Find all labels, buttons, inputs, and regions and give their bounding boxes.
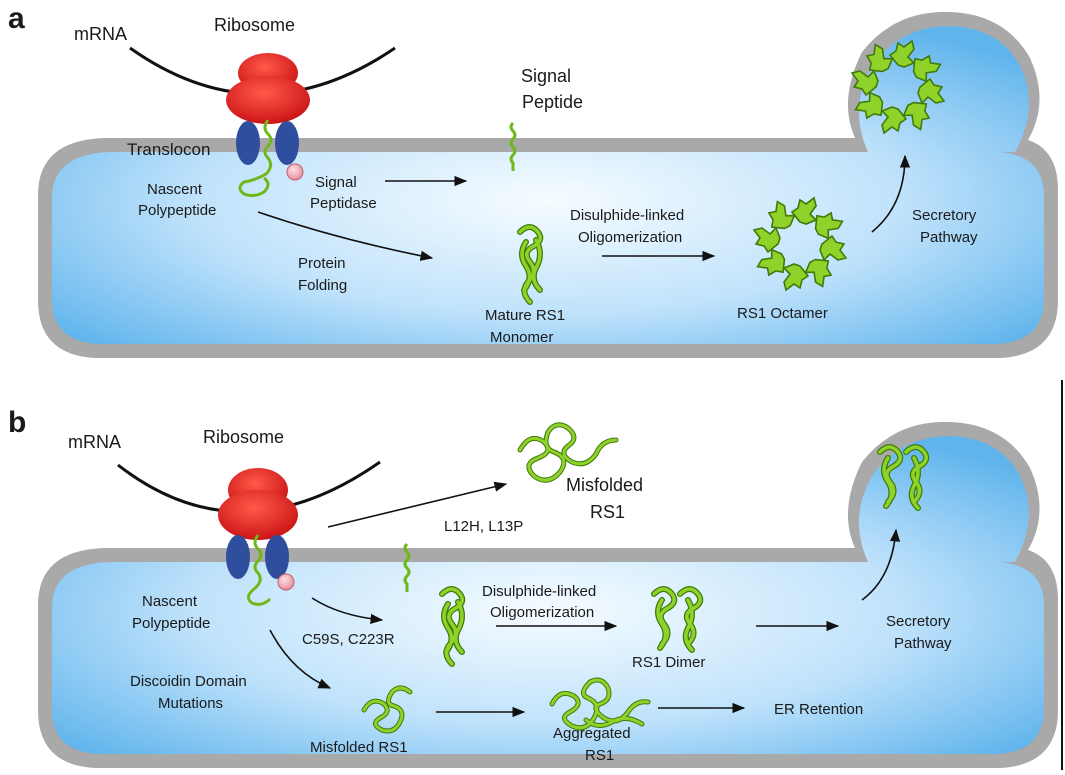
arrow-c59s: [311, 597, 384, 625]
mature-monomer-a: [517, 224, 544, 305]
mrna-label-a: mRNA: [74, 24, 127, 44]
nascent-chain-a: [238, 119, 273, 198]
secretory-label-a-1: Secretory: [912, 207, 977, 224]
translocon-label: Translocon: [127, 140, 210, 159]
arrow-misfolded-top: [327, 481, 508, 528]
nascent-label-a-2: Polypeptide: [138, 202, 216, 219]
dimer-label: RS1 Dimer: [632, 654, 705, 671]
secretory-label-b-2: Pathway: [894, 635, 952, 652]
signal-peptide-b: [403, 542, 411, 592]
disulphide-label-b-2: Oligomerization: [490, 604, 594, 621]
panel-b: b mRNA Ribosome Misfolded RS1 L12H, L13P: [8, 406, 1058, 768]
aggregated-rs1: [549, 677, 651, 731]
aggregated-label-2: RS1: [585, 747, 614, 764]
nascent-label-b-2: Polypeptide: [132, 615, 210, 632]
translocon-b: [226, 535, 289, 579]
signal-peptide-line1: Signal: [521, 66, 571, 86]
misfolded-top-label-2: RS1: [590, 502, 625, 522]
disulphide-label-a-2: Oligomerization: [578, 229, 682, 246]
misfolded-top-label-1: Misfolded: [566, 475, 643, 495]
er-retention-label: ER Retention: [774, 701, 863, 718]
rs1-dimer-secreted: [877, 444, 930, 511]
disulphide-label-a-1: Disulphide-linked: [570, 207, 684, 224]
octamer-label: RS1 Octamer: [737, 305, 828, 322]
signal-peptidase-label-2: Peptidase: [310, 195, 377, 212]
secretory-label-a-2: Pathway: [920, 229, 978, 246]
panel-b-letter: b: [8, 406, 26, 439]
signal-peptidase-b: [277, 573, 295, 591]
aggregated-label-1: Aggregated: [553, 725, 631, 742]
panel-a: a mRNA Ribosome Translocon Signal Peptid…: [8, 2, 1058, 359]
er-membrane-b: [38, 421, 1058, 768]
misfolded-rs1-bottom: [361, 685, 413, 734]
mutation-c59s-c223r: C59S, C223R: [302, 631, 395, 648]
rs1-dimer: [651, 586, 704, 653]
nascent-label-a-1: Nascent: [147, 181, 203, 198]
rs1-octamer: [753, 196, 847, 291]
ribosome-label-a: Ribosome: [214, 15, 295, 35]
arrow-secretory-b: [861, 528, 901, 601]
discoidin-label-2: Mutations: [158, 695, 223, 712]
mature-monomer-label-1: Mature RS1: [485, 307, 565, 324]
arrow-discoidin: [269, 629, 332, 689]
signal-peptidase-label-1: Signal: [315, 174, 357, 191]
protein-folding-label-1: Protein: [298, 255, 346, 272]
mrna-label-b: mRNA: [68, 432, 121, 452]
misfolded-rs1-top: [517, 422, 619, 483]
mutation-l12h-l13p: L12H, L13P: [444, 518, 523, 535]
mature-monomer-label-2: Monomer: [490, 329, 553, 346]
discoidin-label-1: Discoidin Domain: [130, 673, 247, 690]
ribosome-b: [218, 468, 298, 540]
signal-peptidase-a: [286, 163, 304, 181]
secretory-label-b-1: Secretory: [886, 613, 951, 630]
nascent-chain-b: [247, 534, 272, 606]
panel-a-letter: a: [8, 2, 25, 35]
protein-folding-label-2: Folding: [298, 277, 347, 294]
signal-peptide-a: [509, 121, 517, 171]
disulphide-label-b-1: Disulphide-linked: [482, 583, 596, 600]
misfolded-bottom-label: Misfolded RS1: [310, 739, 408, 756]
arrow-secretory-a: [871, 154, 911, 233]
nascent-label-b-1: Nascent: [142, 593, 198, 610]
ribosome-a: [226, 53, 310, 124]
translocon-a: [236, 121, 299, 165]
ribosome-label-b: Ribosome: [203, 427, 284, 447]
figure-border: [1061, 380, 1063, 770]
rs1-monomer-b: [439, 586, 466, 667]
arrow-protein-folding: [257, 211, 434, 261]
signal-peptide-line2: Peptide: [522, 92, 583, 112]
